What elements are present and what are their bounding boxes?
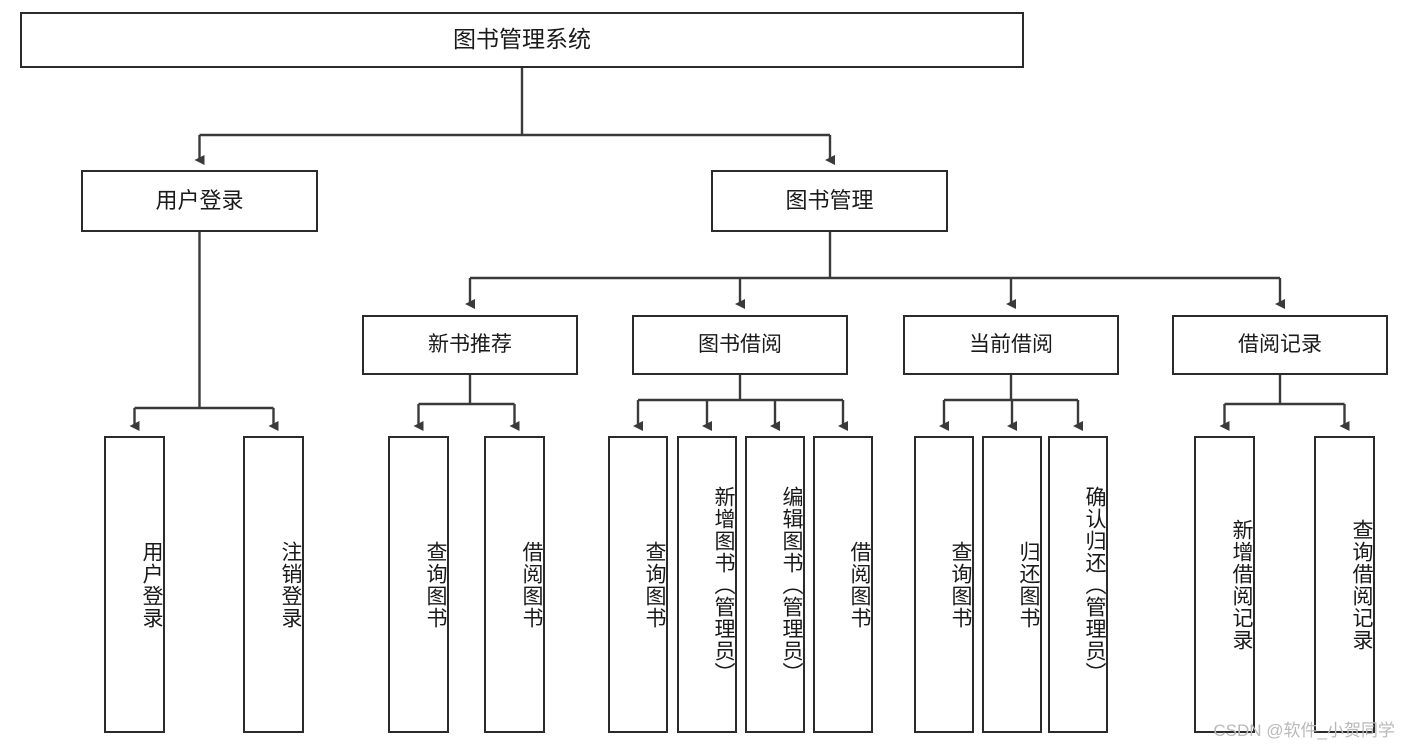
node-leaf-borrow-query-label: 查询图书 <box>643 540 666 629</box>
node-new-book-recommend[interactable]: 新书推荐 <box>362 315 578 375</box>
node-leaf-record-add-label: 新增借阅记录 <box>1230 518 1253 651</box>
node-leaf-user-login[interactable]: 用户登录 <box>104 436 165 733</box>
node-user-login-label: 用户登录 <box>155 188 244 214</box>
node-leaf-borrow-lend-label: 借阅图书 <box>848 540 871 629</box>
node-root-label: 图书管理系统 <box>453 26 591 53</box>
node-current-borrow[interactable]: 当前借阅 <box>903 315 1119 375</box>
node-leaf-borrow-edit-label: 编辑图书（管理员） <box>780 485 803 684</box>
node-book-management[interactable]: 图书管理 <box>711 170 948 232</box>
node-leaf-borrow-add-label: 新增图书（管理员） <box>712 485 735 684</box>
node-leaf-user-login-label: 用户登录 <box>140 540 163 629</box>
node-leaf-recommend-borrow[interactable]: 借阅图书 <box>484 436 545 733</box>
node-book-borrow-label: 图书借阅 <box>698 332 782 356</box>
node-leaf-logout[interactable]: 注销登录 <box>243 436 304 733</box>
node-leaf-recommend-query-label: 查询图书 <box>424 540 447 629</box>
node-leaf-current-query-label: 查询图书 <box>949 540 972 629</box>
node-book-borrow[interactable]: 图书借阅 <box>632 315 848 375</box>
node-leaf-logout-label: 注销登录 <box>279 540 302 629</box>
node-leaf-record-query-label: 查询借阅记录 <box>1350 518 1373 651</box>
node-borrow-record[interactable]: 借阅记录 <box>1172 315 1388 375</box>
node-book-management-label: 图书管理 <box>785 188 874 214</box>
node-leaf-borrow-add[interactable]: 新增图书（管理员） <box>677 436 737 733</box>
node-leaf-record-query[interactable]: 查询借阅记录 <box>1314 436 1375 733</box>
node-user-login[interactable]: 用户登录 <box>81 170 318 232</box>
node-new-book-recommend-label: 新书推荐 <box>428 332 512 356</box>
node-leaf-recommend-borrow-label: 借阅图书 <box>520 540 543 629</box>
node-current-borrow-label: 当前借阅 <box>969 332 1053 356</box>
node-leaf-record-add[interactable]: 新增借阅记录 <box>1194 436 1255 733</box>
node-borrow-record-label: 借阅记录 <box>1238 332 1322 356</box>
node-root[interactable]: 图书管理系统 <box>20 12 1024 68</box>
node-leaf-borrow-query[interactable]: 查询图书 <box>608 436 668 733</box>
node-leaf-current-confirm-label: 确认归还（管理员） <box>1083 485 1106 684</box>
node-leaf-current-query[interactable]: 查询图书 <box>914 436 974 733</box>
node-leaf-borrow-edit[interactable]: 编辑图书（管理员） <box>745 436 805 733</box>
node-leaf-recommend-query[interactable]: 查询图书 <box>388 436 449 733</box>
node-leaf-borrow-lend[interactable]: 借阅图书 <box>813 436 873 733</box>
node-leaf-current-confirm[interactable]: 确认归还（管理员） <box>1048 436 1108 733</box>
node-leaf-current-return[interactable]: 归还图书 <box>982 436 1042 733</box>
node-leaf-current-return-label: 归还图书 <box>1017 540 1040 629</box>
watermark-text: CSDN @软件_小贺同学 <box>1213 721 1395 740</box>
